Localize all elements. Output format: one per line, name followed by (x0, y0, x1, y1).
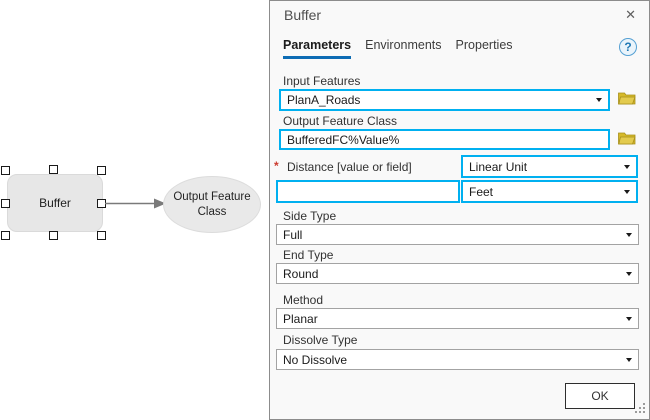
method-label: Method (283, 293, 324, 307)
input-features-value: PlanA_Roads (287, 93, 361, 107)
dissolve-type-value: No Dissolve (283, 352, 348, 367)
distance-unit-type-combo[interactable]: Linear Unit (461, 155, 638, 178)
output-feature-class-node-label: Output Feature Class (173, 191, 251, 218)
output-feature-class-input[interactable]: BufferedFC%Value% (279, 129, 610, 150)
chevron-down-icon (596, 98, 602, 102)
distance-unit-combo[interactable]: Feet (461, 180, 638, 203)
tab-parameters[interactable]: Parameters (283, 38, 352, 59)
distance-unit-value: Feet (469, 184, 494, 199)
required-asterisk-icon: * (274, 159, 279, 173)
dissolve-type-label: Dissolve Type (283, 333, 358, 347)
buffer-tool-node-label: Buffer (39, 196, 71, 210)
tab-environments[interactable]: Environments (365, 38, 442, 52)
selection-handle-top-right[interactable] (97, 166, 106, 175)
end-type-combo[interactable]: Round (276, 263, 639, 284)
method-combo[interactable]: Planar (276, 308, 639, 329)
output-feature-class-node[interactable]: Output Feature Class (163, 176, 261, 233)
end-type-value: Round (283, 266, 319, 281)
buffer-tool-panel: Buffer ✕ Parameters Environments Propert… (269, 0, 650, 420)
close-icon[interactable]: ✕ (625, 7, 636, 22)
output-feature-class-value: BufferedFC%Value% (287, 132, 400, 147)
selection-handle-top-center[interactable] (49, 165, 58, 174)
selection-handle-bottom-left[interactable] (1, 231, 10, 240)
tab-properties[interactable]: Properties (455, 38, 513, 52)
output-feature-class-label: Output Feature Class (283, 114, 398, 128)
browse-folder-icon[interactable] (618, 131, 636, 145)
help-icon[interactable]: ? (619, 38, 637, 56)
distance-value-input[interactable] (276, 180, 460, 203)
chevron-down-icon (626, 271, 632, 276)
chevron-down-icon (624, 164, 630, 169)
distance-unit-type-value: Linear Unit (469, 159, 528, 174)
distance-label: Distance [value or field] (287, 160, 412, 174)
tab-bar: Parameters Environments Properties (283, 38, 513, 59)
chevron-down-icon (626, 357, 632, 362)
side-type-value: Full (283, 227, 303, 242)
method-value: Planar (283, 311, 318, 326)
chevron-down-icon (624, 189, 630, 194)
side-type-combo[interactable]: Full (276, 224, 639, 245)
panel-title: Buffer (284, 7, 322, 23)
selection-handle-top-left[interactable] (1, 166, 10, 175)
connector-arrow[interactable] (105, 195, 167, 212)
buffer-tool-node[interactable]: Buffer (7, 174, 103, 232)
side-type-label: Side Type (283, 209, 337, 223)
resize-grip-icon[interactable] (635, 403, 646, 414)
end-type-label: End Type (283, 248, 334, 262)
ok-button[interactable]: OK (565, 383, 635, 409)
browse-folder-icon[interactable] (618, 91, 636, 105)
selection-handle-mid-left[interactable] (1, 199, 10, 208)
chevron-down-icon (626, 232, 632, 237)
input-features-label: Input Features (283, 74, 361, 88)
selection-handle-bottom-center[interactable] (49, 231, 58, 240)
dissolve-type-combo[interactable]: No Dissolve (276, 349, 639, 370)
selection-handle-bottom-right[interactable] (97, 231, 106, 240)
chevron-down-icon (626, 316, 632, 321)
input-features-combo[interactable]: PlanA_Roads (279, 89, 610, 111)
